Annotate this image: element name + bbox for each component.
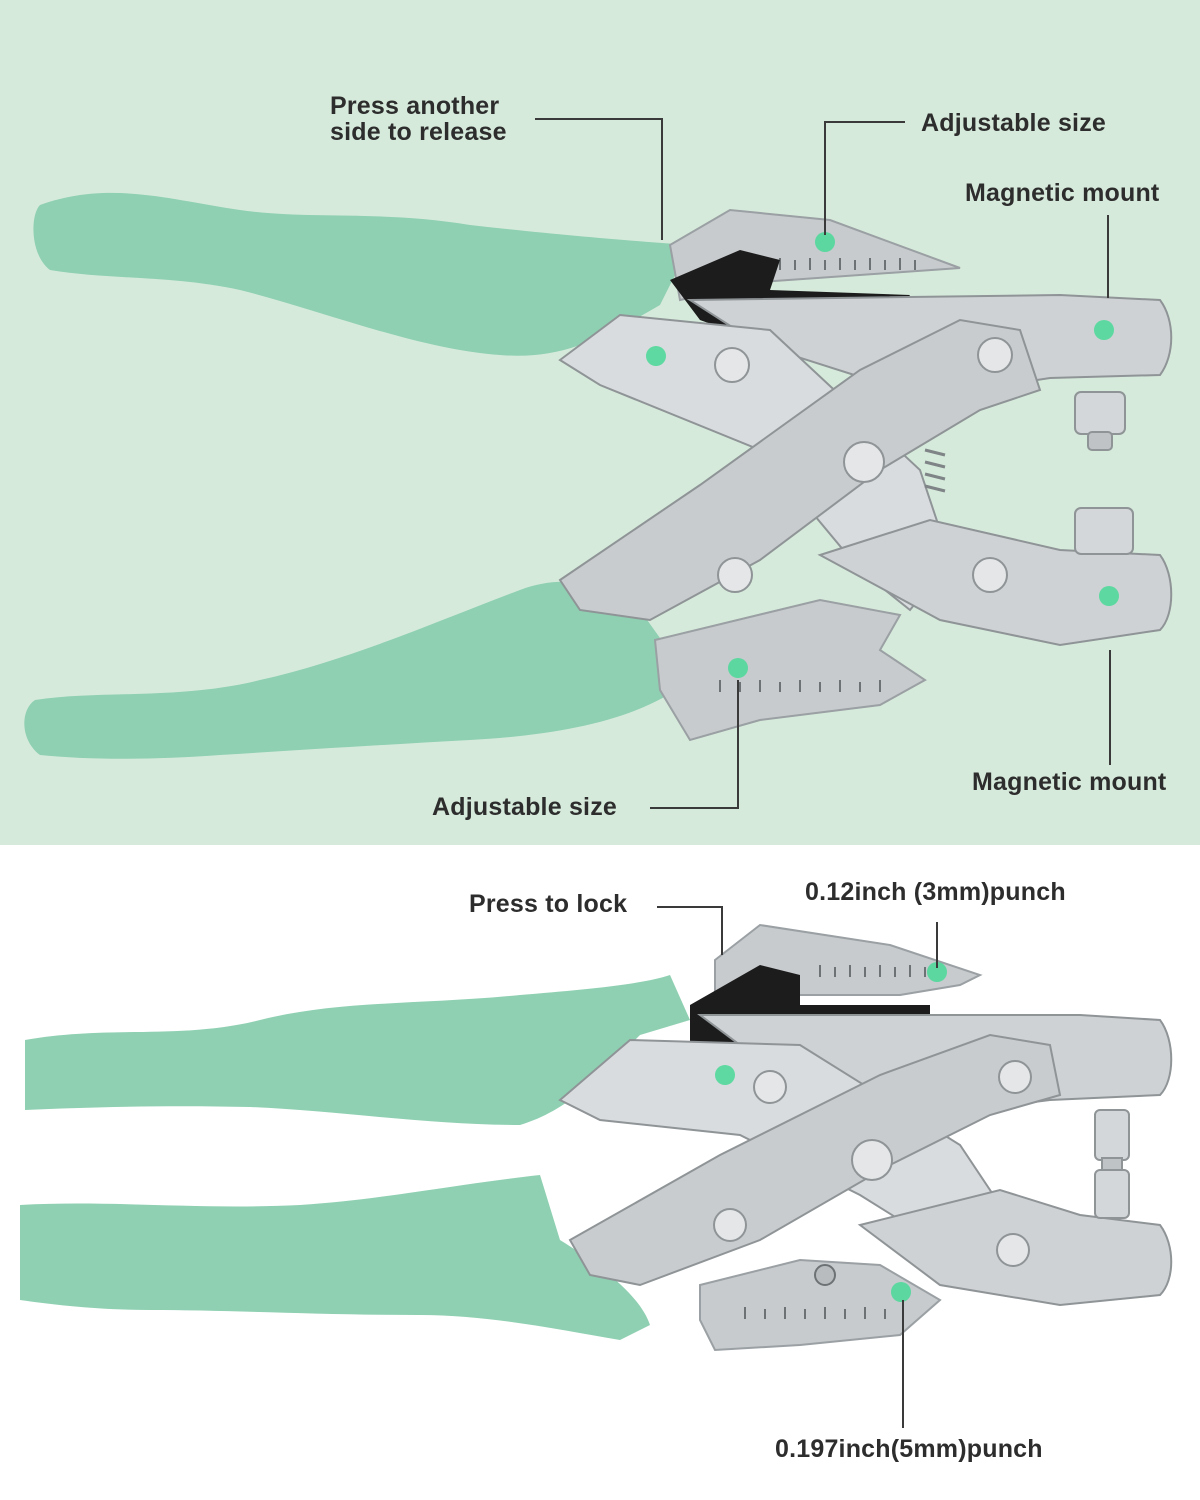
cross-lever-arm xyxy=(558,318,1042,622)
rivet xyxy=(972,557,1008,593)
lower-handle-grip xyxy=(20,1175,650,1340)
indicator-dot xyxy=(715,1065,735,1085)
lower-scale-blade xyxy=(699,1258,942,1352)
upper-punch-pin xyxy=(1074,391,1126,435)
lower-scale-blade xyxy=(653,598,927,742)
rivet xyxy=(714,347,750,383)
upper-punch-pin xyxy=(1094,1109,1130,1161)
lower-punch-pin xyxy=(1074,507,1134,555)
callout-3mm-punch: 0.12inch (3mm)punch xyxy=(805,878,1066,906)
indicator-dot xyxy=(728,658,748,678)
callout-press-to-lock: Press to lock xyxy=(469,890,628,918)
cross-lever-arm xyxy=(568,1033,1062,1287)
callout-press-release: Press another side to release xyxy=(330,92,507,146)
rivet xyxy=(713,1208,747,1242)
lower-punch-pin xyxy=(1094,1169,1130,1219)
rivet xyxy=(843,441,885,483)
rivet xyxy=(851,1139,893,1181)
callout-magnetic-mount-top: Magnetic mount xyxy=(965,179,1160,207)
rivet xyxy=(996,1233,1030,1267)
indicator-dot xyxy=(646,346,666,366)
upper-handle-grip xyxy=(25,975,690,1125)
callout-adjustable-size-top: Adjustable size xyxy=(921,109,1106,137)
indicator-dot xyxy=(891,1282,911,1302)
rivet xyxy=(753,1070,787,1104)
spring-coil xyxy=(924,448,946,493)
plier-top-view-illustration xyxy=(24,192,1173,759)
rivet xyxy=(998,1060,1032,1094)
callout-5mm-punch: 0.197inch(5mm)punch xyxy=(775,1435,1043,1463)
rivet xyxy=(717,557,753,593)
screw xyxy=(814,1264,836,1286)
callout-adjustable-size-bottom: Adjustable size xyxy=(432,793,617,821)
indicator-dot xyxy=(1099,586,1119,606)
plier-side-view-illustration xyxy=(20,923,1173,1352)
callout-magnetic-mount-bottom: Magnetic mount xyxy=(972,768,1167,796)
indicator-dot xyxy=(1094,320,1114,340)
indicator-dot xyxy=(815,232,835,252)
bottom-view-panel: Press to lock 0.12inch (3mm)punch 0.197i… xyxy=(0,845,1200,1500)
top-view-panel: Press another side to release Adjustable… xyxy=(0,0,1200,845)
upper-handle-grip xyxy=(33,192,690,356)
lower-handle-grip xyxy=(24,581,691,759)
indicator-dot xyxy=(927,962,947,982)
rivet xyxy=(977,337,1013,373)
